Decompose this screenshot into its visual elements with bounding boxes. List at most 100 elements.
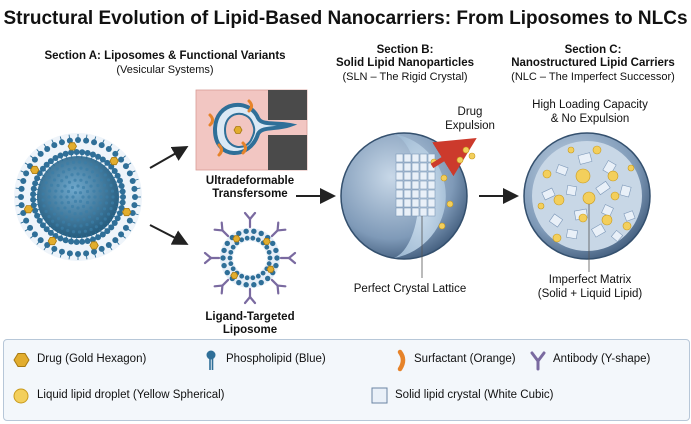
core-texture-dot <box>76 218 80 222</box>
core-texture-dot <box>92 211 96 215</box>
core-texture-dot <box>111 195 115 199</box>
drug-hexagon-icon <box>266 265 275 273</box>
solid-crystal-cube <box>577 152 593 165</box>
core-texture-dot <box>84 210 89 214</box>
perfect-lattice-label: Perfect Crystal Lattice <box>353 283 467 295</box>
core-texture-dot <box>89 184 93 188</box>
phospholipid-head <box>230 266 236 272</box>
core-texture-dot <box>82 173 86 177</box>
core-texture-dot <box>49 207 54 211</box>
phospholipid-head <box>108 224 115 231</box>
phospholipid-head <box>83 137 90 144</box>
phospholipid-head <box>274 255 280 261</box>
core-texture-dot <box>78 199 83 203</box>
phospholipid-head <box>31 156 38 163</box>
section-c-subtitle: (NLC – The Imperfect Successor) <box>511 71 675 83</box>
core-texture-dot <box>59 195 63 199</box>
core-texture-dot <box>71 160 76 164</box>
core-texture-dot <box>85 222 89 227</box>
core-texture-dot <box>103 217 107 221</box>
core-texture-dot <box>76 206 80 210</box>
solid-crystal-cube <box>419 198 428 208</box>
phospholipid-head <box>230 244 236 250</box>
solid-crystal-cube <box>601 204 614 217</box>
core-texture-dot <box>55 223 59 227</box>
core-texture-dot <box>70 185 75 190</box>
core-texture-dot <box>99 195 103 199</box>
phospholipid-head <box>129 177 136 184</box>
drug-hexagon-icon <box>230 272 239 280</box>
phospholipid-head <box>270 240 276 247</box>
phospholipid-head <box>91 139 98 146</box>
phospholipid-head <box>118 204 125 211</box>
antibody-icon <box>213 221 230 238</box>
core-texture-dot <box>79 212 83 216</box>
section-b-title-line1: Section B: <box>376 44 434 56</box>
core-texture-dot <box>71 195 75 199</box>
ligand-liposome-label-line2: Liposome <box>222 324 278 336</box>
phospholipid-head <box>23 170 30 177</box>
core-texture-dot <box>109 207 113 211</box>
core-texture-dot <box>87 175 92 179</box>
core-texture-dot <box>66 228 70 233</box>
drug-hexagon-icon <box>233 126 243 134</box>
phospholipid-head <box>221 262 227 269</box>
phospholipid-head <box>239 237 245 243</box>
core-texture-dot <box>81 204 86 209</box>
phospholipid-head <box>227 255 233 261</box>
core-texture-dot <box>60 211 64 215</box>
solid-crystal-cube <box>411 171 420 181</box>
arrow-to-transfersome <box>149 146 189 169</box>
phospholipid-head <box>58 139 65 146</box>
core-texture-dot <box>48 189 52 193</box>
solid-crystal-cube <box>419 171 428 181</box>
phospholipid-head <box>251 228 257 234</box>
core-texture-dot <box>73 212 77 216</box>
core-texture-dot <box>98 189 102 193</box>
core-texture-dot <box>65 195 69 199</box>
phospholipid-head <box>112 237 119 244</box>
drug-hexagon-icon <box>122 207 132 217</box>
core-texture-dot <box>87 215 92 219</box>
core-texture-dot <box>87 195 91 199</box>
surfactant-icon <box>208 113 214 127</box>
core-texture-dot <box>61 170 66 174</box>
core-texture-dot <box>90 220 95 224</box>
page-title: Structural Evolution of Lipid-Based Nano… <box>3 8 688 29</box>
core-texture-dot <box>60 201 64 205</box>
solid-crystal-cube <box>403 189 412 199</box>
core-texture-dot <box>66 189 71 194</box>
ligand-liposome <box>203 211 297 305</box>
core-texture-dot <box>56 206 60 211</box>
legend-antibody-label: Antibody (Y-shape) <box>553 353 651 365</box>
legend-icons <box>13 349 546 404</box>
phospholipid-head <box>73 149 80 156</box>
core-texture-dot <box>73 224 77 228</box>
core-texture-dot <box>106 178 111 182</box>
core-texture-dot <box>42 186 46 190</box>
phospholipid-head <box>250 235 256 241</box>
core-texture-dot <box>52 178 57 182</box>
phospholipid-head <box>273 247 279 254</box>
phospholipid-head <box>131 202 138 209</box>
phospholipid-head <box>39 222 46 229</box>
membrane-pore-bottom <box>268 135 307 170</box>
solid-crystal-cube <box>427 189 436 199</box>
transfersome-label-line2: Transfersome <box>212 188 288 200</box>
phospholipid-head <box>68 238 75 245</box>
core-texture-dot <box>73 178 77 182</box>
phospholipid-head <box>20 177 27 184</box>
phospholipid-head <box>18 194 24 200</box>
antibody-icon <box>243 211 257 229</box>
core-texture-dot <box>42 204 46 208</box>
core-texture-dot <box>70 217 74 221</box>
drug-hexagon-icon <box>109 156 119 166</box>
phospholipid-head <box>52 155 59 162</box>
phospholipid-head <box>75 251 81 257</box>
core-texture-dot <box>85 200 90 205</box>
phospholipid-head <box>266 249 272 255</box>
phospholipid-head <box>62 150 69 157</box>
core-texture-dot <box>90 170 95 174</box>
phospholipid-head <box>266 261 272 267</box>
phospholipid-head <box>264 244 270 250</box>
